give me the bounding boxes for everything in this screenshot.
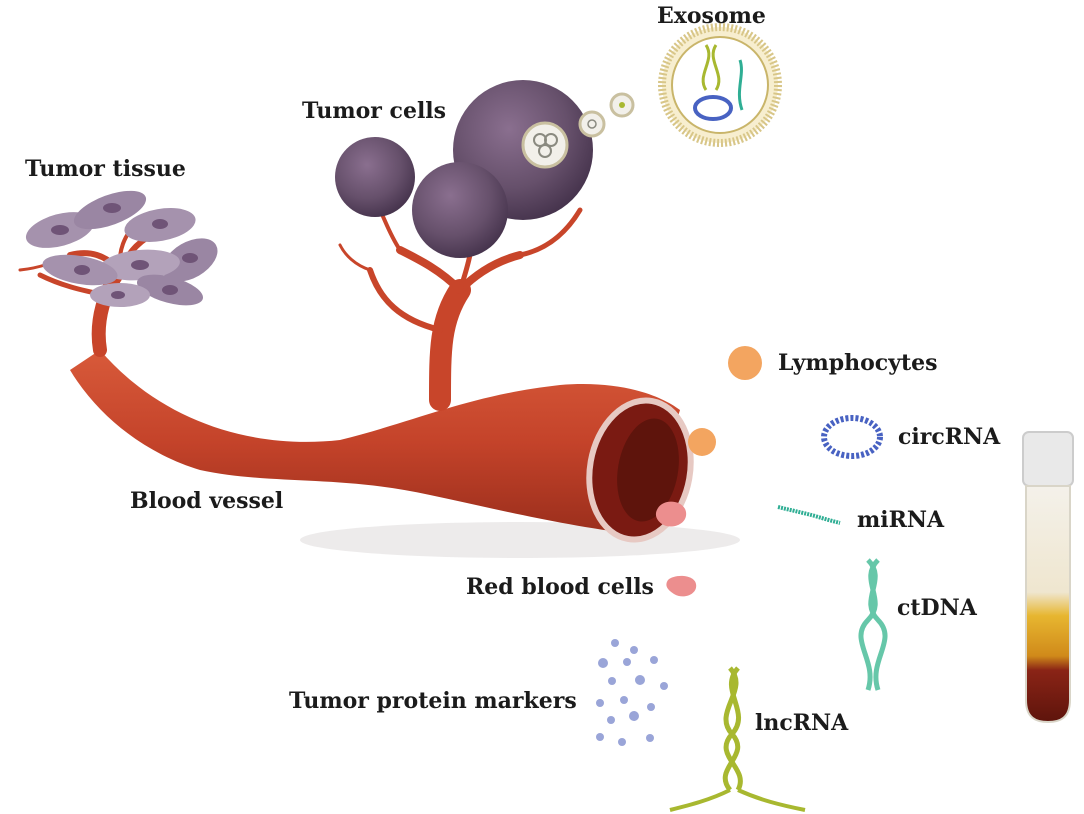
exosome-circrna-icon xyxy=(693,95,733,121)
blood-vessel-label: Blood vessel xyxy=(130,488,284,514)
mirna-icon xyxy=(777,505,841,525)
tumor-protein-markers-label: Tumor protein markers xyxy=(289,688,577,714)
ctdna-icon xyxy=(858,558,888,691)
exosome-mirna-icon xyxy=(737,59,744,111)
blood-tube-icon xyxy=(1022,431,1074,724)
circrna-icon xyxy=(821,415,883,459)
lymphocyte-in-vessel xyxy=(688,428,716,456)
lncrna-label: lncRNA xyxy=(755,710,849,736)
tumor-tissue xyxy=(25,190,218,307)
tumor-protein-markers-icon xyxy=(596,639,668,746)
red-blood-cell-icon xyxy=(666,575,697,597)
vessel-shadow xyxy=(300,522,740,558)
small-exosome xyxy=(578,110,606,138)
exosome xyxy=(658,23,782,147)
blood-vessel xyxy=(70,350,694,543)
lymphocytes-label: Lymphocytes xyxy=(778,350,938,376)
ctdna-label: ctDNA xyxy=(897,595,977,621)
circrna-label: circRNA xyxy=(898,424,1001,450)
tumor-cells-label: Tumor cells xyxy=(302,98,447,124)
red-blood-cells-label: Red blood cells xyxy=(466,574,654,600)
lymphocyte-icon xyxy=(728,346,762,380)
tumor-cell-small xyxy=(335,137,415,217)
exosome-lncrna-icon xyxy=(701,44,721,91)
tumor-tissue-label: Tumor tissue xyxy=(25,156,186,182)
exosome-label: Exosome xyxy=(657,3,766,29)
tumor-cells xyxy=(335,80,635,258)
rbc-in-vessel xyxy=(655,501,687,527)
lncrna-icon xyxy=(669,666,806,812)
mirna-label: miRNA xyxy=(857,507,945,533)
tumor-cell-medium xyxy=(412,162,508,258)
